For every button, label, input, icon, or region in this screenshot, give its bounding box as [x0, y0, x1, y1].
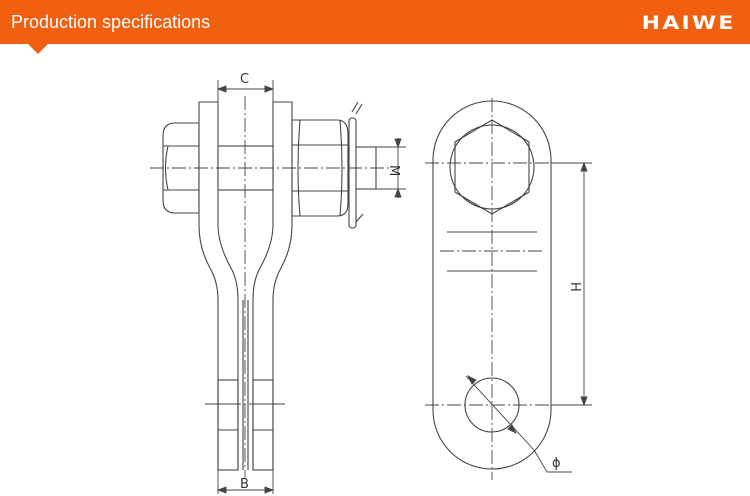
- label-c: C: [240, 72, 249, 87]
- label-phi: ϕ: [552, 456, 561, 471]
- cotter-pin: [348, 101, 364, 229]
- dimension-phi: [465, 374, 572, 473]
- side-view: H ϕ: [425, 98, 592, 480]
- dimension-h: [551, 161, 592, 407]
- dimension-b: [216, 470, 275, 494]
- header-bar: Production specifications HAIWE: [0, 0, 750, 44]
- header-notch: [28, 44, 48, 54]
- dimension-m: [376, 138, 406, 198]
- label-h: H: [567, 282, 582, 292]
- bolt-nut: [291, 119, 349, 217]
- header-title: Production specifications: [11, 12, 211, 32]
- front-view: C M B: [150, 72, 406, 494]
- dimension-c: [216, 80, 275, 102]
- label-b: B: [240, 477, 249, 492]
- brand-logo: HAIWE: [642, 12, 736, 34]
- label-m: M: [386, 165, 401, 176]
